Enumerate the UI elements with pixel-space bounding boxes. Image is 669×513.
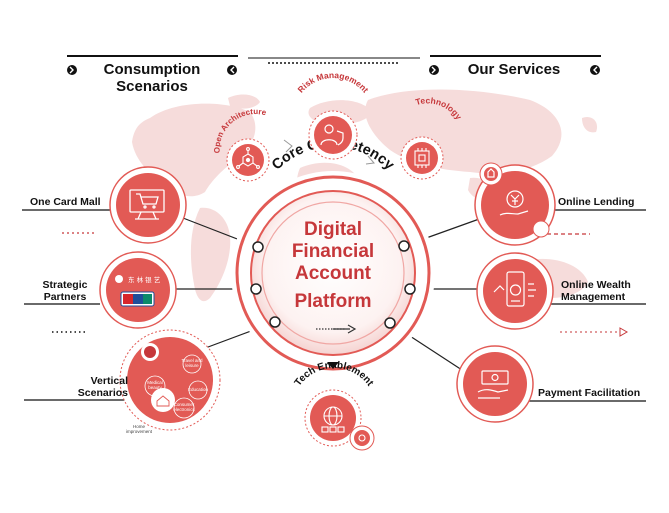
label-underlines — [22, 209, 646, 402]
triangle-marker-icon — [327, 362, 339, 369]
consumer-electronics-label: Consumer electronics — [173, 402, 195, 412]
partner-logo-icon: 东 林 银 艺 — [115, 275, 161, 307]
travel-leisure-label: Travel and leisure — [181, 358, 203, 368]
education-label: Education — [187, 387, 208, 392]
right-arrow-deco — [619, 327, 629, 337]
consumption-scenarios-text: Consumption Scenarios — [103, 61, 201, 95]
core-platform-circle — [231, 171, 435, 375]
strategic-partners-node — [99, 251, 177, 329]
online-wealth-management-label: Online Wealth Management — [561, 279, 631, 303]
header-chevron-icons — [67, 65, 600, 75]
chip-icon — [414, 148, 430, 168]
core-arrow-icon — [316, 324, 357, 334]
one-card-mall-node — [109, 166, 187, 244]
risk-management-node — [308, 110, 358, 160]
online-lending-label: Online Lending — [558, 196, 635, 208]
core-title-line-3: Account — [295, 263, 371, 284]
risk-management-arc-label: Risk Management — [296, 70, 371, 95]
person-shield-icon — [320, 124, 344, 146]
our-services-header: Our Services — [446, 61, 582, 78]
vertical-scenarios-label: Vertical Scenarios — [77, 375, 128, 399]
vertical-sub-circles — [144, 354, 208, 419]
vertical-scenarios-node — [119, 329, 221, 431]
medical-beauty-label: Medical beauty — [147, 380, 163, 390]
strategic-partners-label: Strategic Partners — [42, 279, 88, 303]
payment-facilitation-label: Payment Facilitation — [538, 387, 641, 399]
shopping-cart-icon — [129, 189, 165, 220]
home-improvement-label: Home improvement — [125, 424, 152, 434]
one-card-mall-label: One Card Mall — [30, 196, 101, 208]
core-title-line-2: Financial — [291, 241, 375, 262]
home-improvement-icon — [156, 395, 170, 407]
consumption-scenarios-header: Consumption Scenarios — [82, 61, 222, 95]
network-hub-icon — [236, 147, 260, 169]
core-node-dots — [250, 240, 416, 329]
triangle-marker-icon — [365, 155, 375, 165]
svg-text:东 林 银 艺: 东 林 银 艺 — [128, 275, 161, 284]
core-title-line-4: Platform — [294, 291, 372, 312]
globe-gear-icon — [321, 406, 366, 442]
triangle-marker-icon — [283, 139, 293, 153]
core-title-line-1: Digital — [303, 219, 363, 240]
core-platform-title: Digital Financial Account Platform — [263, 219, 403, 313]
technology-node — [400, 136, 444, 180]
header-rules — [67, 55, 601, 59]
our-services-text: Our Services — [467, 61, 561, 78]
